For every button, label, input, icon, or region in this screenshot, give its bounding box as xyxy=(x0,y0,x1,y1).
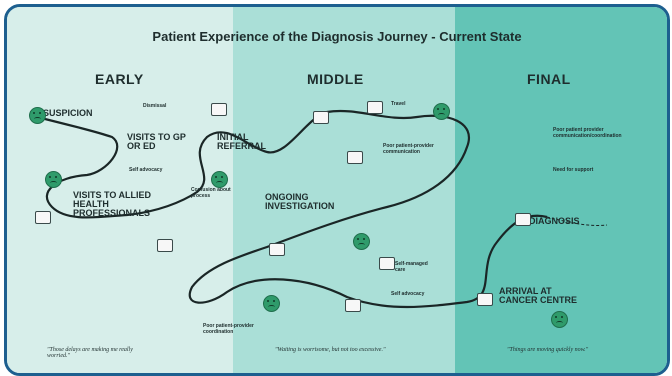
emotion-face-icon xyxy=(551,311,568,328)
stage-visits-gp: VISITS TO GP OR ED xyxy=(127,132,186,151)
emotion-face-icon xyxy=(263,295,280,312)
clipboard-icon xyxy=(515,213,531,226)
stage-diagnosis: DIAGNOSIS xyxy=(529,216,580,226)
stage-arrival: ARRIVAL AT CANCER CENTRE xyxy=(499,286,578,305)
label-self-advocacy-middle: Self advocacy xyxy=(391,291,425,297)
label-confusion: Confusion about process xyxy=(191,187,231,199)
label-self-managed-care: Self-managed care xyxy=(395,261,428,273)
emotion-face-icon xyxy=(29,107,46,124)
clock-icon xyxy=(35,211,51,224)
phase-early-heading: EARLY xyxy=(95,71,144,87)
document-icon xyxy=(345,299,361,312)
document-icon xyxy=(313,111,329,124)
hospital-icon xyxy=(477,293,493,306)
middle-phase-band xyxy=(233,7,455,373)
label-poor-communication: Poor patient-provider communication xyxy=(383,143,434,155)
emotion-face-icon xyxy=(353,233,370,250)
emotion-face-icon xyxy=(211,171,228,188)
quote-early: "Those delays are making me really worri… xyxy=(47,347,133,359)
stage-allied-health: VISITS TO ALLIED HEALTH PROFESSIONALS xyxy=(73,190,152,218)
early-phase-band xyxy=(7,7,233,373)
clock-icon xyxy=(211,103,227,116)
stage-initial-referral: INITIAL REFERRAL xyxy=(217,132,266,151)
page-title: Patient Experience of the Diagnosis Jour… xyxy=(152,29,522,44)
car-icon xyxy=(367,101,383,114)
label-self-advocacy-early: Self advocacy xyxy=(129,167,163,173)
clock-icon xyxy=(157,239,173,252)
quote-middle: "Waiting is worrisome, but not too exces… xyxy=(275,347,386,353)
phase-middle-heading: MIDDLE xyxy=(307,71,364,87)
emotion-face-icon xyxy=(45,171,62,188)
document-icon xyxy=(347,151,363,164)
phase-final-heading: FINAL xyxy=(527,71,571,87)
label-need-support: Need for support xyxy=(553,167,594,173)
stage-ongoing-investigation: ONGOING INVESTIGATION xyxy=(265,192,335,211)
label-dismissal: Dismissal xyxy=(143,103,167,109)
label-poor-coordination: Poor patient-provider coordination xyxy=(203,323,254,335)
label-poor-communication-final: Poor patient provider communication/coor… xyxy=(553,127,622,139)
quote-final: "Things are moving quickly now." xyxy=(507,347,589,353)
document-icon xyxy=(269,243,285,256)
emotion-face-icon xyxy=(433,103,450,120)
stage-suspicion: SUSPICION xyxy=(43,108,93,118)
journey-map: Patient Experience of the Diagnosis Jour… xyxy=(4,4,670,376)
book-icon xyxy=(379,257,395,270)
label-travel: Travel xyxy=(391,101,406,107)
